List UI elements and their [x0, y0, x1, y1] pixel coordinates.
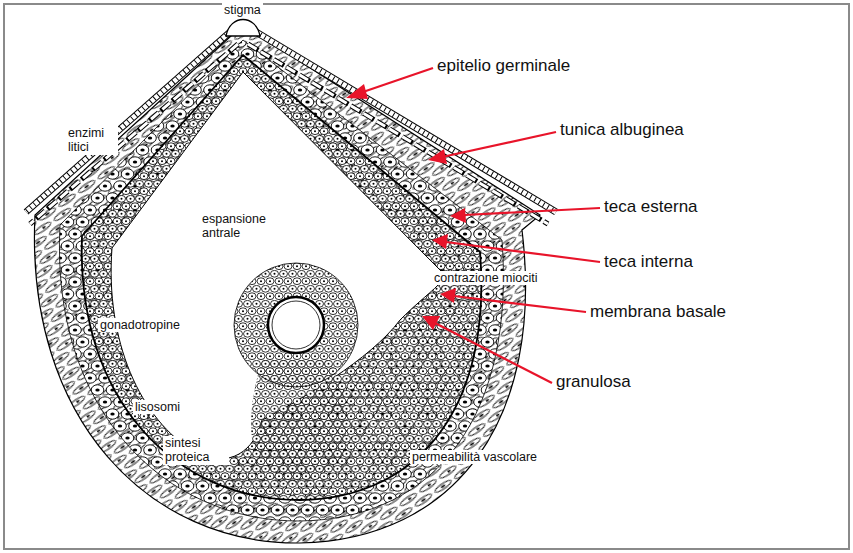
callout-label: tunica albuginea [560, 120, 684, 140]
process-label: lisosomi [133, 400, 182, 414]
process-label: permeabilità vascolare [410, 450, 539, 464]
callout-label: granulosa [556, 372, 631, 392]
callout-label: membrana basale [590, 302, 726, 322]
stigma-label: stigma [222, 3, 263, 17]
process-label: enzimi litici [66, 126, 118, 155]
callout-label: epitelio germinale [437, 56, 570, 76]
process-label: gonadotropine [98, 318, 182, 332]
callout-label: teca esterna [604, 197, 698, 217]
region-label: espansione antrale [200, 212, 284, 241]
callout-label: teca interna [604, 252, 693, 272]
process-label: sintesi proteica [163, 436, 229, 465]
process-label: contrazione miociti [432, 271, 540, 285]
